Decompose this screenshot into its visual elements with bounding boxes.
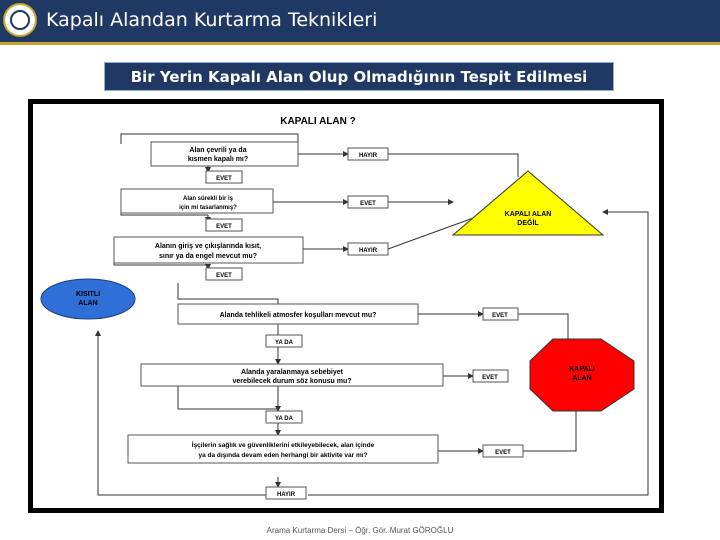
svg-text:Alanda yaralanmaya sebebiyet: Alanda yaralanmaya sebebiyet: [241, 369, 344, 376]
header-bar: Kapalı Alandan Kurtarma Teknikleri: [0, 0, 720, 45]
answer-yada-1: [265, 334, 303, 348]
answer-evet-side: [347, 195, 389, 209]
answer-evet-1-label: EVET: [216, 176, 232, 182]
answer-evet-side-label: EVET: [360, 201, 376, 207]
answer-evet-5: [472, 369, 509, 383]
answer-evet-3: [205, 267, 243, 281]
octagon-label-1: KAPALI: [569, 366, 595, 373]
svg-text:Alan çevrili ya da: Alan çevrili ya da: [189, 147, 246, 154]
answer-hayir-2: [347, 242, 389, 256]
header-stripe: [0, 42, 720, 45]
answer-evet-6-label: EVET: [495, 450, 511, 456]
flowchart-frame: KAPALI ALAN ? Alan çevrili ya da kısmen …: [28, 99, 664, 513]
svg-text:Alan sürekli bir iş: Alan sürekli bir iş: [183, 196, 234, 202]
triangle-label-1: KAPALI ALAN: [505, 211, 552, 218]
not-confined-triangle: [451, 170, 605, 236]
footer-text: Arama Kurtarma Dersi – Öğr. Gör. Murat G…: [266, 526, 454, 535]
question-2: Alan sürekli bir iş için mi tasarlanmış?: [120, 188, 274, 214]
svg-text:sınır ya da engel mevcut mu?: sınır ya da engel mevcut mu?: [159, 253, 257, 260]
answer-hayir-3-label: HAYIR: [277, 492, 296, 498]
question-1: Alan çevrili ya da kısmen kapalı mı?: [150, 141, 299, 167]
subtitle: Bir Yerin Kapalı Alan Olup Olmadığının T…: [130, 68, 588, 86]
answer-evet-1: [205, 170, 243, 184]
question-4: Alanda tehlikeli atmosfer koşulları mevc…: [177, 303, 419, 325]
svg-text:Alanın giriş ve çıkışlarında k: Alanın giriş ve çıkışlarında kısıt,: [155, 243, 261, 250]
answer-evet-2-label: EVET: [216, 224, 232, 230]
question-3: Alanın giriş ve çıkışlarında kısıt, sını…: [113, 236, 304, 264]
flowchart-title: KAPALI ALAN ?: [280, 116, 356, 127]
answer-evet-3-label: EVET: [216, 273, 232, 279]
answer-evet-4-label: EVET: [492, 313, 508, 319]
svg-text:kısmen kapalı mı?: kısmen kapalı mı?: [188, 156, 248, 163]
ellipse-label-2: ALAN: [78, 300, 97, 307]
answer-hayir-2-label: HAYIR: [359, 248, 378, 254]
flowchart: KAPALI ALAN ? Alan çevrili ya da kısmen …: [33, 104, 659, 508]
svg-text:ya da dışında devam eden herha: ya da dışında devam eden herhangi bir ak…: [198, 452, 367, 459]
ellipse-label-1: KISITLI: [76, 291, 100, 298]
svg-text:verebilecek durum söz konusu m: verebilecek durum söz konusu mu?: [232, 378, 351, 385]
subtitle-box: Bir Yerin Kapalı Alan Olup Olmadığının T…: [104, 62, 614, 91]
answer-evet-6: [482, 444, 524, 458]
svg-text:Alanda tehlikeli atmosfer koşu: Alanda tehlikeli atmosfer koşulları mevc…: [220, 312, 377, 319]
svg-text:İşçilerin sağlık ve güvenlikle: İşçilerin sağlık ve güvenliklerini etkil…: [192, 441, 375, 449]
answer-hayir-1-label: HAYIR: [359, 153, 378, 159]
answer-evet-2: [205, 218, 243, 232]
header-title: Kapalı Alandan Kurtarma Teknikleri: [46, 9, 378, 31]
answer-evet-4: [482, 307, 519, 321]
answer-yada-2: [265, 410, 303, 424]
octagon-label-2: ALAN: [572, 375, 591, 382]
answer-hayir-3: [265, 486, 307, 500]
question-5: Alanda yaralanmaya sebebiyet verebilecek…: [140, 363, 444, 387]
university-seal-icon: [3, 3, 37, 37]
connector-lines: [95, 133, 649, 496]
answer-evet-5-label: EVET: [482, 375, 498, 381]
answer-hayir-1: [347, 147, 389, 161]
question-6: İşçilerin sağlık ve güvenliklerini etkil…: [127, 434, 439, 464]
answer-yada-2-label: YA DA: [275, 416, 294, 422]
svg-text:için mi tasarlanmış?: için mi tasarlanmış?: [179, 205, 237, 211]
triangle-label-2: DEĞİL: [517, 218, 539, 227]
answer-yada-1-label: YA DA: [275, 340, 294, 346]
restricted-area-ellipse: [40, 278, 136, 320]
confined-space-octagon: [529, 338, 635, 412]
